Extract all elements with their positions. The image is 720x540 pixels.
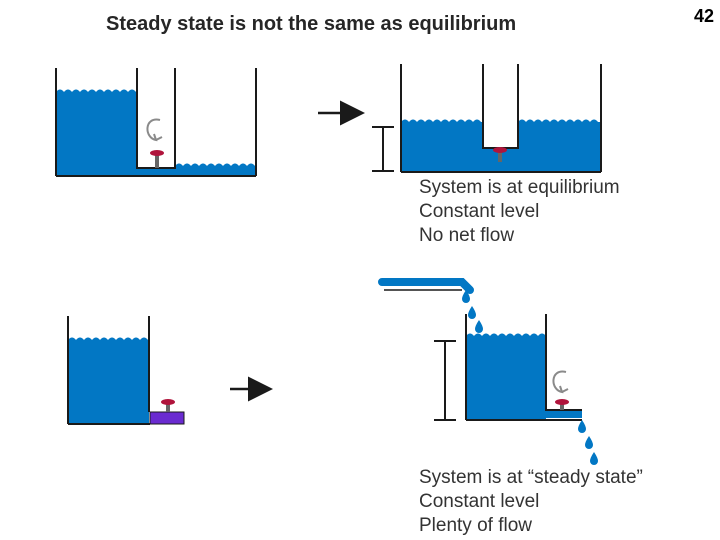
tank-steady-state xyxy=(378,278,582,421)
water-short-tank xyxy=(175,163,256,176)
valve-icon xyxy=(555,399,569,410)
slide-number: 42 xyxy=(693,6,714,26)
caption-line: Constant level xyxy=(419,491,540,512)
caption-line: Constant level xyxy=(419,201,540,222)
connecting-pipe xyxy=(137,168,175,176)
tank-closed-outlet xyxy=(67,316,185,425)
outlet-pipe-plugged xyxy=(149,411,185,425)
tanks-unequal-levels xyxy=(55,68,257,177)
caption-line: System is at “steady state” xyxy=(419,467,643,488)
slide-title: Steady state is not the same as equilibr… xyxy=(106,13,517,35)
equilibrium-caption: System is at equilibrium Constant level … xyxy=(419,176,620,248)
water-tall-tank xyxy=(56,89,137,176)
steady-state-caption: System is at “steady state” Constant lev… xyxy=(419,466,643,538)
water-left-tank xyxy=(401,119,483,164)
caption-line: System is at equilibrium xyxy=(419,177,620,198)
level-marker-icon xyxy=(372,126,394,172)
caption-line: No net flow xyxy=(419,225,515,246)
tank-walls xyxy=(465,314,582,421)
rotate-valve-icon xyxy=(146,118,163,142)
inflow-pipe xyxy=(378,278,474,294)
water-tank xyxy=(466,333,546,420)
water-tank xyxy=(68,337,149,424)
outlet-pipe xyxy=(546,410,582,418)
water-right-tank xyxy=(518,119,601,164)
valve-icon xyxy=(161,399,175,412)
caption-line: Plenty of flow xyxy=(419,515,532,536)
valve-icon xyxy=(493,147,507,162)
tank-walls xyxy=(67,316,150,425)
water-drop-icon xyxy=(462,290,598,465)
tanks-equilibrium xyxy=(400,64,602,173)
level-marker-icon xyxy=(434,340,456,421)
valve-icon xyxy=(150,150,164,168)
rotate-valve-icon xyxy=(552,370,569,394)
